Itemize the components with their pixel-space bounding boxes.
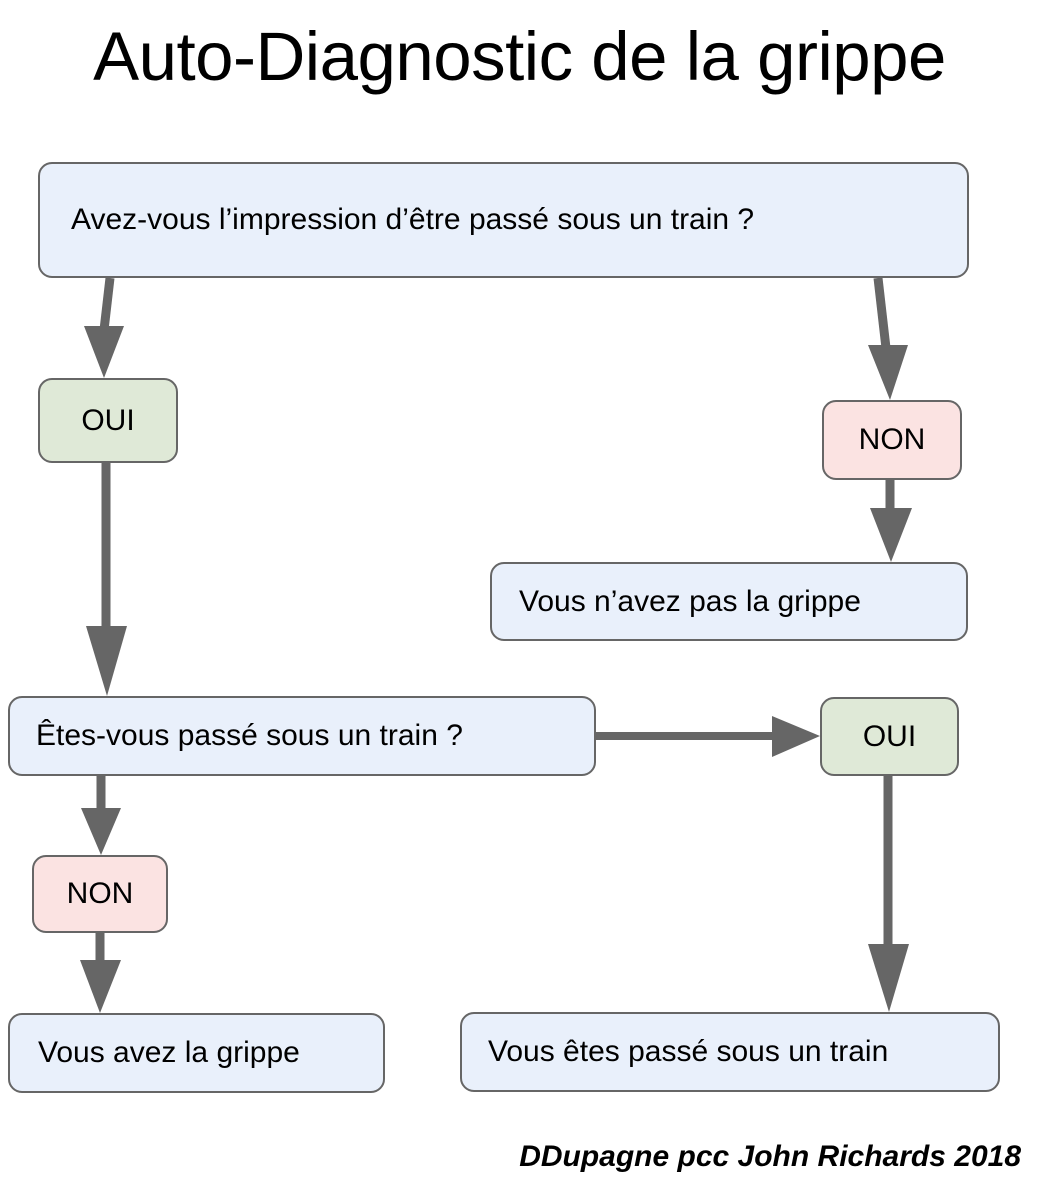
node-answer-non-1-label: NON — [858, 423, 926, 456]
edge-oui1-to-q2 — [86, 463, 127, 696]
node-result-no-flu-label: Vous n’avez pas la grippe — [519, 584, 861, 618]
node-answer-oui-2-label: OUI — [862, 719, 917, 753]
edge-q2-to-non2 — [81, 776, 121, 855]
node-answer-non-1[interactable]: NON — [822, 400, 962, 480]
node-answer-oui-1-label: OUI — [81, 403, 135, 437]
node-answer-oui-2[interactable]: OUI — [820, 697, 959, 776]
node-question-2[interactable]: Êtes-vous passé sous un train ? — [8, 696, 596, 776]
edge-non1-to-noflu — [870, 480, 912, 562]
node-answer-non-2-label: NON — [66, 877, 134, 910]
node-question-1-label: Avez-vous l’impression d’être passé sous… — [71, 203, 755, 236]
node-answer-oui-1[interactable]: OUI — [38, 378, 178, 463]
node-result-flu[interactable]: Vous avez la grippe — [8, 1013, 385, 1093]
node-question-1[interactable]: Avez-vous l’impression d’être passé sous… — [38, 162, 969, 278]
page-title: Auto-Diagnostic de la grippe — [93, 18, 946, 95]
attribution-footer: DDupagne pcc John Richards 2018 — [519, 1140, 1021, 1173]
node-question-2-label: Êtes-vous passé sous un train ? — [36, 719, 463, 752]
node-answer-non-2[interactable]: NON — [32, 855, 168, 933]
node-result-train-label: Vous êtes passé sous un train — [488, 1035, 889, 1068]
edge-q1-to-non1 — [868, 277, 908, 400]
edge-oui2-to-train — [868, 776, 909, 1012]
edge-non2-to-flu — [80, 933, 121, 1013]
node-result-flu-label: Vous avez la grippe — [38, 1036, 300, 1069]
node-result-train[interactable]: Vous êtes passé sous un train — [460, 1012, 1000, 1092]
node-result-no-flu[interactable]: Vous n’avez pas la grippe — [490, 562, 968, 641]
edge-q2-to-oui2 — [596, 716, 820, 757]
edge-q1-to-oui1 — [84, 277, 124, 378]
